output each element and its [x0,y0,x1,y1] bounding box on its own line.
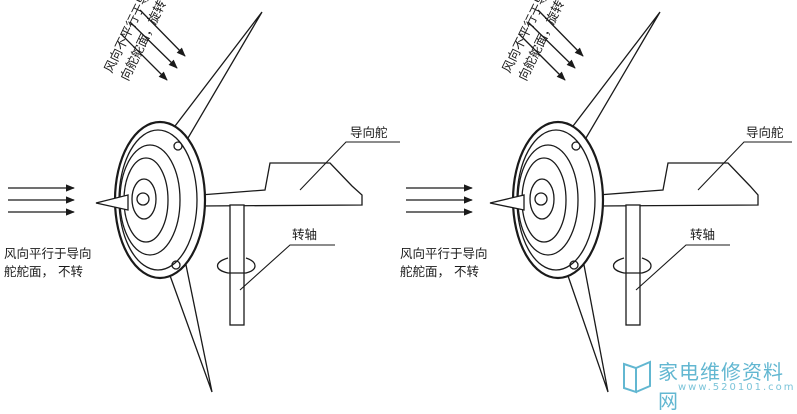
leader-shaft-right [635,244,730,291]
diagram-canvas [8,9,792,393]
tail-vane [597,162,759,207]
blade-upper [569,11,661,139]
leader-shaft-left [239,244,335,291]
watermark-text: 家电维修资料网 [658,360,784,413]
wind-arrows-skew-left [120,9,186,81]
rotor-hub [119,144,181,256]
rotation-arrow [216,257,256,274]
tail-vane [199,162,363,207]
blade-upper [171,11,263,139]
wind-arrows-skew-right [518,9,584,81]
turbine-left [95,11,363,393]
label-wind-parallel-right: 风向平行于导向 舵舵面， 不转 [400,245,488,281]
turbine-right [489,11,759,393]
label-wind-parallel-left: 风向平行于导向 舵舵面， 不转 [4,245,92,281]
rotor-hub [517,144,579,256]
nose-cone [95,194,129,211]
blade-lower [167,264,213,393]
leader-tail-left [299,141,400,191]
label-shaft-left: 转轴 [292,227,318,242]
label-shaft-right: 转轴 [690,227,716,242]
rotation-shaft [229,204,245,326]
leader-tail-right [697,141,792,191]
watermark-url: www.520101.com [678,382,796,393]
nose-cone [489,194,525,211]
wind-arrows-parallel-left [8,184,75,216]
label-wind-parallel-line2: 舵舵面， 不转 [400,264,479,279]
label-wind-parallel-line1: 风向平行于导向 [400,246,488,261]
blade-lower [565,264,609,393]
rotation-arrow [612,257,652,274]
watermark: 家电维修资料网 www.520101.com [620,356,794,413]
rotation-shaft [625,204,641,326]
label-wind-parallel-line2: 舵舵面， 不转 [4,264,83,279]
label-wind-parallel-line1: 风向平行于导向 [4,246,92,261]
book-logo-icon [623,360,651,394]
wind-arrows-parallel-right [406,184,473,216]
label-tail-vane-right: 导向舵 [746,125,784,140]
label-tail-vane-left: 导向舵 [350,125,388,140]
